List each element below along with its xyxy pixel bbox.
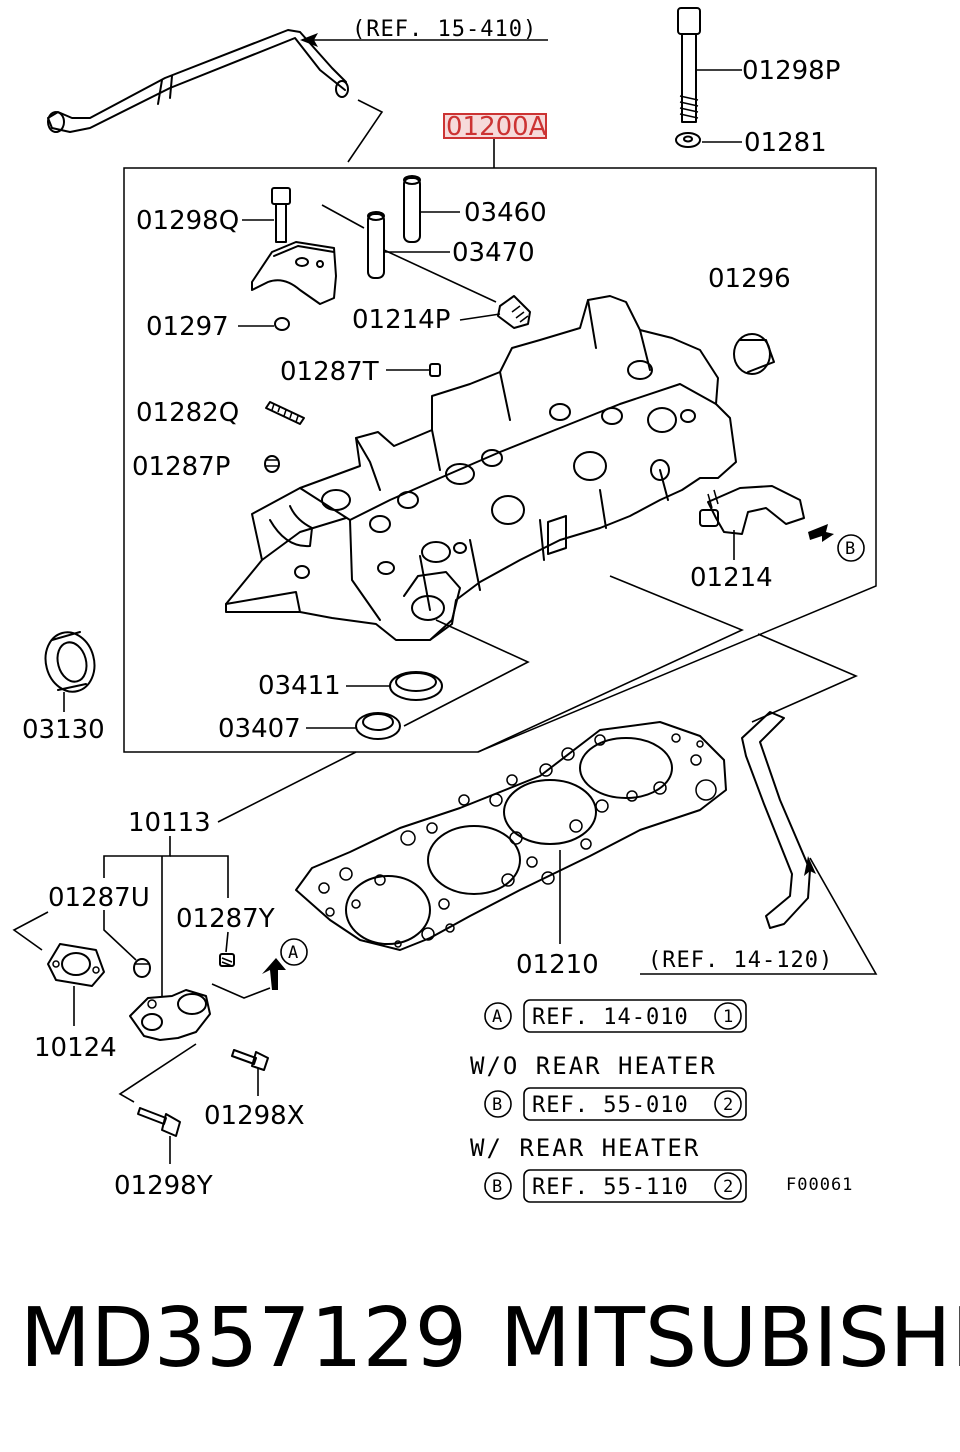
part-label-10124[interactable]: 10124 xyxy=(34,1033,117,1063)
legend-row1-box xyxy=(523,999,747,1033)
oil-seal-03130-drawing xyxy=(44,631,96,693)
part-label-01287P[interactable]: 01287P xyxy=(132,452,230,482)
legend-row1-num-circle xyxy=(714,1002,742,1030)
part-label-01282Q[interactable]: 01282Q xyxy=(136,398,239,428)
stud-01282Q-drawing xyxy=(265,401,305,425)
ref-15-410-label: (REF. 15-410) xyxy=(352,17,537,42)
gasket-10124-drawing xyxy=(47,943,105,987)
dowel-01297-drawing xyxy=(274,317,290,331)
bolt-01298Y-drawing xyxy=(137,1107,181,1137)
part-label-01281[interactable]: 01281 xyxy=(744,128,827,158)
cylinder-head-frame xyxy=(123,167,877,753)
caption-brand: MITSUBISHI xyxy=(500,1291,960,1386)
bearing-cap-drawing xyxy=(251,241,337,305)
cylinder-head-drawing xyxy=(225,295,737,641)
pin-03470-drawing xyxy=(367,211,385,279)
breather-pipe-drawing xyxy=(47,29,349,133)
legend-row1-marker: A xyxy=(492,1007,503,1027)
part-label-01296[interactable]: 01296 xyxy=(708,264,791,294)
thermostat-housing-drawing xyxy=(129,989,211,1041)
pin-03460-drawing xyxy=(403,175,421,243)
part-label-01214[interactable]: 01214 xyxy=(690,563,773,593)
legend-row1-num: 1 xyxy=(723,1007,734,1027)
plug-01296-drawing xyxy=(733,333,775,375)
part-label-01287Y[interactable]: 01287Y xyxy=(176,904,275,934)
legend-row1-marker-circle xyxy=(484,1002,512,1030)
legend-row2-num-circle xyxy=(714,1090,742,1118)
bolt-01298Q-drawing xyxy=(271,187,291,243)
arrow-to-B-drawing xyxy=(808,524,834,542)
plug-01287U-drawing xyxy=(133,958,151,978)
legend-row3-num: 2 xyxy=(723,1177,734,1197)
part-label-01297[interactable]: 01297 xyxy=(146,312,229,342)
part-label-01287T[interactable]: 01287T xyxy=(280,357,379,387)
legend-row3-ref: REF. 55-110 xyxy=(532,1175,689,1200)
plug-01287Y-drawing xyxy=(219,953,235,967)
washer-01281-drawing xyxy=(675,132,701,148)
legend-row2-num: 2 xyxy=(723,1095,734,1115)
legend-w-rear-heater: W/ REAR HEATER xyxy=(470,1134,700,1162)
part-label-03407[interactable]: 03407 xyxy=(218,714,301,744)
ref-15-410-arrow xyxy=(300,33,318,47)
marker-B-text: B xyxy=(845,539,856,559)
head-gasket-drawing xyxy=(295,721,727,951)
legend-row2-marker: B xyxy=(492,1095,503,1115)
part-label-03411[interactable]: 03411 xyxy=(258,671,341,701)
arrow-to-A-drawing xyxy=(262,958,286,990)
part-label-03460[interactable]: 03460 xyxy=(464,198,547,228)
part-label-01298P[interactable]: 01298P xyxy=(742,56,840,86)
legend-row3-box xyxy=(523,1169,747,1203)
highlight-box xyxy=(443,113,547,139)
ref-14-120-leader xyxy=(640,857,878,975)
legend-row3-num-circle xyxy=(714,1172,742,1200)
legend-wo-rear-heater: W/O REAR HEATER xyxy=(470,1052,717,1080)
legend-row2-marker-circle xyxy=(484,1090,512,1118)
part-label-01200A[interactable]: 01200A xyxy=(446,112,547,142)
ref-14-120-label: (REF. 14-120) xyxy=(648,948,833,973)
part-label-10113[interactable]: 10113 xyxy=(128,808,211,838)
part-label-01298Q[interactable]: 01298Q xyxy=(136,206,239,236)
legend-row3-marker: B xyxy=(492,1177,503,1197)
caption-part-number: MD357129 xyxy=(20,1291,467,1386)
legend-row2-box xyxy=(523,1087,747,1121)
bolt-01298P-drawing xyxy=(677,7,701,123)
legend-row3-marker-circle xyxy=(484,1172,512,1200)
plug-01287T-drawing xyxy=(429,363,441,377)
part-label-03470[interactable]: 03470 xyxy=(452,238,535,268)
bolt-01298X-drawing xyxy=(231,1049,269,1071)
marker-A-circle xyxy=(280,938,308,966)
marker-B-circle xyxy=(837,534,865,562)
marker-A-text: A xyxy=(288,943,299,963)
fitting-01214P-drawing xyxy=(497,295,531,329)
pipe-01214-drawing xyxy=(699,485,805,535)
legend-row2-ref: REF. 55-010 xyxy=(532,1093,689,1118)
part-label-01298Y[interactable]: 01298Y xyxy=(114,1171,213,1201)
seal-03407-drawing xyxy=(355,712,401,740)
figure-code: F00061 xyxy=(786,1175,853,1195)
water-hose-drawing xyxy=(741,711,811,929)
part-label-01210[interactable]: 01210 xyxy=(516,950,599,980)
part-label-01298X[interactable]: 01298X xyxy=(204,1101,305,1131)
legend-row1-ref: REF. 14-010 xyxy=(532,1005,689,1030)
part-label-03130[interactable]: 03130 xyxy=(22,715,105,745)
part-label-01214P[interactable]: 01214P xyxy=(352,305,450,335)
seal-03411-drawing xyxy=(389,671,443,701)
part-label-01287U[interactable]: 01287U xyxy=(48,883,150,913)
plug-01287P-drawing xyxy=(264,455,280,473)
